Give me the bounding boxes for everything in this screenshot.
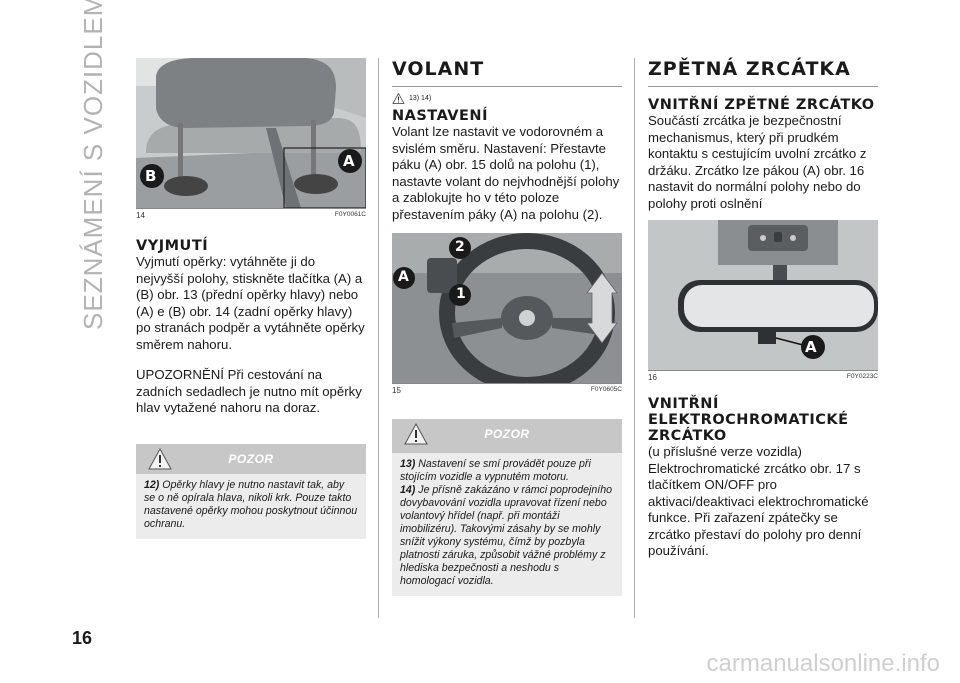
body-paragraph: (u příslušné verze vozidla) [648,444,802,459]
figure-label-a: A [805,338,817,356]
section-heading: VNITŘNÍ ELEKTROCHROMATICKÉ ZRCÁTKO [648,396,849,444]
warning-header: POZOR [392,419,622,453]
watermark: carmanualsonline.info [706,650,940,677]
warning-label: POZOR [484,427,530,441]
warning-triangle-icon [404,423,428,445]
column-divider [378,58,379,618]
figure-number: 16 [648,373,657,382]
warning-item-text: Opěrky hlavy je nutno nastavit tak, aby … [144,478,358,530]
rearview-mirror-illustration [648,220,878,370]
warning-item-text: Je přísně zakázáno v rámci poprodejního … [400,484,613,587]
figure-code: F0Y0605C [590,386,622,393]
section-heading: VNITŘNÍ ZPĚTNÉ ZRCÁTKO [648,97,875,113]
side-section-title-text: SEZNÁMENÍ S VOZIDLEM [78,0,108,330]
section-heading: VYJMUTÍ [136,238,209,254]
column-3: ZPĚTNÁ ZRCÁTKA VNITŘNÍ ZPĚTNÉ ZRCÁTKO So… [648,58,878,560]
figure-number: 14 [136,211,145,220]
warning-item: 14) Je přísně zakázáno v rámci poprodejn… [400,484,614,588]
body-paragraph: Elektrochromatické zrcátko obr. 17 s tla… [648,460,869,559]
figure-16-mirror-image: A [648,220,878,370]
warning-triangle-icon [392,93,405,104]
column-divider [634,58,635,618]
figure-label-2: 2 [455,239,465,255]
column-1: B A 14 F0Y0061C VYJMUTÍ Vyjmutí opěrky: … [136,58,366,539]
warning-item-text: Nastavení se smí provádět pouze při stoj… [400,458,591,483]
body-paragraph: Volant lze nastavit ve vodorovném a svis… [392,124,620,222]
section-heading: NASTAVENÍ [392,108,488,124]
chapter-title: VOLANT [392,58,622,87]
figure-label-b: B [145,167,157,185]
warning-item-number: 12) [144,478,160,491]
steering-wheel-illustration [392,233,622,383]
figure-14-headrest-image: B A [136,58,366,208]
warning-item-number: 13) [400,458,416,470]
warning-label: POZOR [228,451,274,466]
figure-label-1: 1 [456,286,466,302]
warning-item-number: 14) [400,484,416,496]
warning-box: POZOR 12) Opěrky hlavy je nutno nastavit… [136,443,366,539]
figure-label-a: A [398,269,409,285]
notes-reference-text: 13) 14) [409,95,432,102]
figure-code: F0Y0061C [334,211,366,218]
headrest-illustration [136,58,366,208]
warning-box: POZOR 13) Nastavení se smí provádět pouz… [392,419,622,596]
warning-body: 13) Nastavení se smí provádět pouze při … [392,453,622,596]
warning-triangle-icon [148,447,172,469]
figure-caption: 14 F0Y0061C [136,208,366,220]
warning-item: 12) Opěrky hlavy je nutno nastavit tak, … [144,479,358,531]
body-paragraph: Vyjmutí opěrky: vytáhněte ji do nejvyšší… [136,254,365,352]
warning-item: 13) Nastavení se smí provádět pouze při … [400,458,614,484]
figure-caption: 15 F0Y0605C [392,383,622,395]
column-2: VOLANT 13) 14) NASTAVENÍ Volant lze nast… [392,58,622,596]
figure-code: F0Y0223C [846,373,878,380]
figure-number: 15 [392,386,401,395]
warning-body: 12) Opěrky hlavy je nutno nastavit tak, … [136,473,366,539]
body-paragraph: Součástí zrcátka je bezpečnostní mechani… [648,113,867,211]
page-number: 16 [72,628,93,648]
figure-15-steering-wheel-image: 2 1 A [392,233,622,383]
warning-header: POZOR [136,443,366,474]
notes-reference: 13) 14) [392,93,622,104]
figure-caption: 16 F0Y0223C [648,370,878,382]
figure-label-a: A [343,152,355,170]
chapter-title: ZPĚTNÁ ZRCÁTKA [648,58,878,87]
side-section-title: SEZNÁMENÍ S VOZIDLEM [70,0,110,330]
body-paragraph: UPOZORNĚNÍ Při cestování na zadních seda… [136,367,362,415]
